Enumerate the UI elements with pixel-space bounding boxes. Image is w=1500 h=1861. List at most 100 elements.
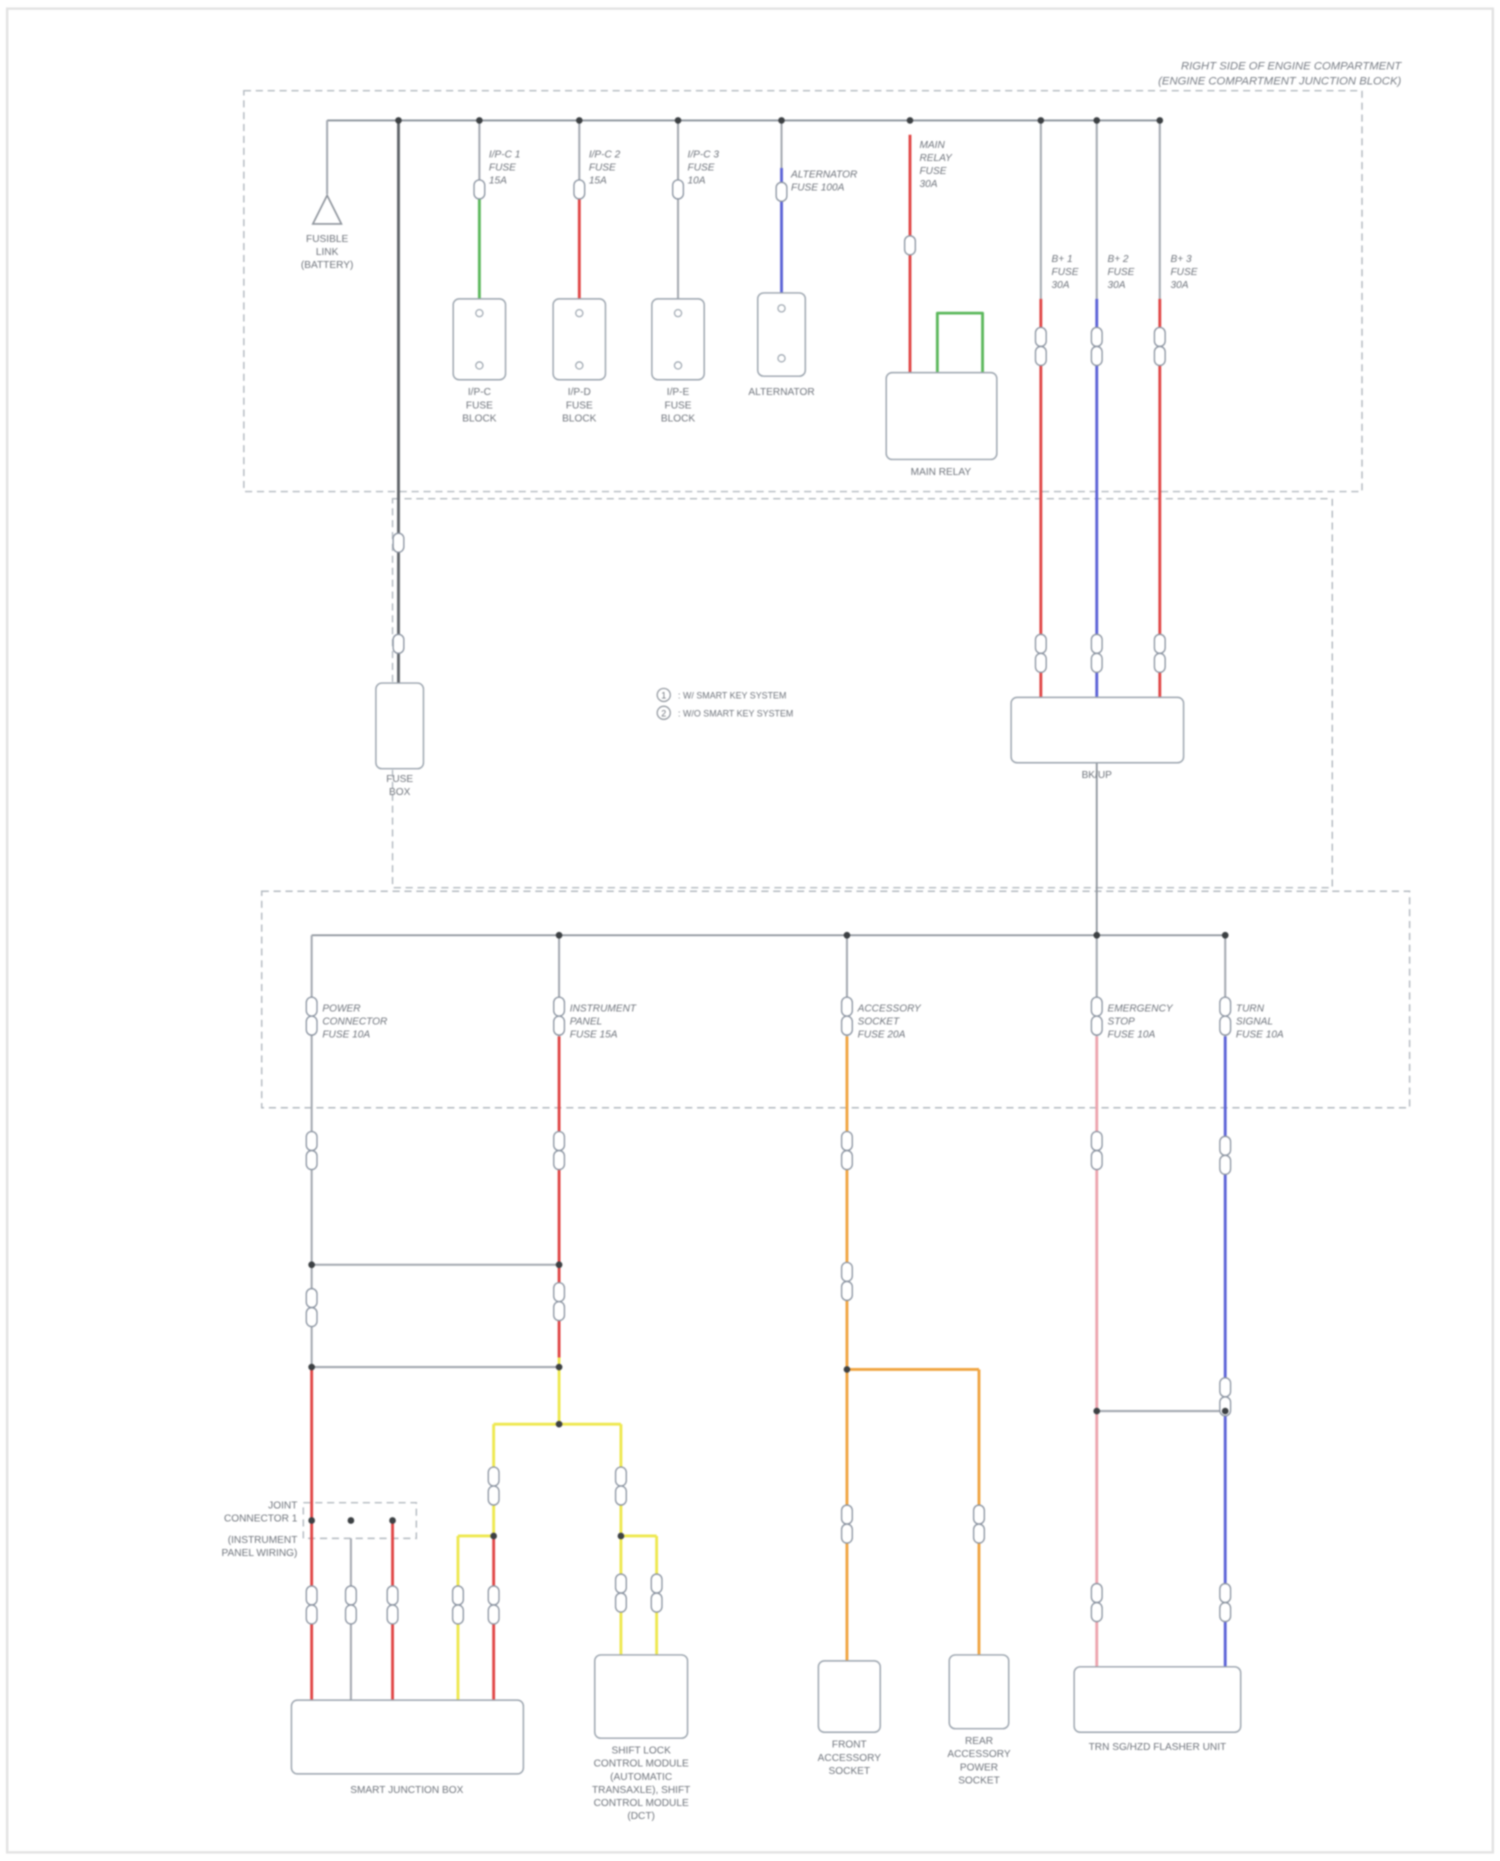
left-box-label: FUSE — [386, 774, 413, 785]
joint-label: JOINT — [268, 1501, 297, 1512]
legend-sym1: 1 — [661, 691, 666, 701]
drop1-label: CONNECTOR — [322, 1016, 387, 1027]
smart-junction-box — [290, 1699, 525, 1775]
shift-module-label: (AUTOMATIC — [610, 1772, 672, 1783]
flasher-unit-label: TRN SG/HZD FLASHER UNIT — [1089, 1742, 1227, 1753]
source-label: FUSIBLE — [306, 234, 348, 245]
joint-label: (INSTRUMENT — [228, 1535, 298, 1546]
bplus3-label: B+ 3 — [1170, 254, 1191, 265]
joint-label: PANEL WIRING) — [222, 1548, 298, 1559]
main-relay-box — [885, 371, 998, 461]
bplus2-label: B+ 2 — [1107, 254, 1128, 265]
drop4-label: EMERGENCY — [1107, 1003, 1173, 1014]
fuse2-top-label: FUSE — [589, 162, 616, 173]
fuse-terminal — [673, 361, 683, 370]
fuse-terminal — [575, 308, 584, 318]
fuse3-top-label: I/P-C 3 — [688, 149, 720, 160]
bplus2-label: FUSE — [1107, 267, 1134, 278]
fuse-terminal — [673, 308, 683, 318]
alt-box-label: ALTERNATOR — [748, 387, 814, 398]
fuse-holder-2 — [552, 298, 607, 381]
fuse1-box-label: FUSE — [466, 400, 493, 411]
legend-symbol-2-icon — [656, 705, 671, 720]
rear-socket-label: POWER — [960, 1762, 998, 1773]
joint-connector-box-outline — [302, 1501, 418, 1540]
wires-orange — [845, 1036, 981, 1661]
shift-module-label: CONTROL MODULE — [594, 1798, 689, 1809]
component-boxes — [290, 193, 1242, 1775]
relay-top-label: FUSE — [920, 166, 947, 177]
front-socket-box — [817, 1660, 881, 1733]
fuse2-top-label: I/P-C 2 — [589, 149, 621, 160]
fuse-terminal — [575, 361, 584, 370]
engine-junction-box-outline — [243, 89, 1363, 493]
fuse1-box-label: I/P-C — [468, 387, 491, 398]
drop4-label: FUSE 10A — [1107, 1030, 1155, 1041]
drop4-label: STOP — [1107, 1016, 1135, 1027]
header-line1: RIGHT SIDE OF ENGINE COMPARTMENT — [1181, 60, 1402, 72]
drop5-label: FUSE 10A — [1236, 1030, 1284, 1041]
junction-block-outlines — [243, 89, 1411, 1540]
bplus1-label: FUSE — [1052, 267, 1079, 278]
panel-junction-box-outline — [260, 890, 1411, 1109]
wires-green — [477, 198, 984, 383]
fuse-terminal — [777, 354, 786, 363]
alt-top-label: FUSE 100A — [791, 183, 845, 194]
fuse3-box-label: BLOCK — [661, 413, 696, 424]
alternator-box — [757, 292, 807, 377]
drop5-label: TURN — [1236, 1003, 1265, 1014]
labels: RIGHT SIDE OF ENGINE COMPARTMENT (ENGINE… — [222, 60, 1403, 1822]
rear-socket-label: SOCKET — [958, 1775, 1000, 1786]
drop3-label: SOCKET — [858, 1016, 900, 1027]
drop2-label: INSTRUMENT — [570, 1003, 637, 1014]
fuse1-box-label: BLOCK — [462, 413, 497, 424]
relay-label: MAIN RELAY — [911, 467, 972, 478]
front-socket-label: FRONT — [832, 1740, 867, 1751]
bus-wires — [311, 119, 1226, 937]
power-source-symbol — [311, 193, 343, 225]
shift-lock-module-box — [594, 1654, 689, 1739]
left-fuse-box — [375, 682, 425, 770]
bplus1-label: 30A — [1052, 280, 1070, 291]
rear-socket-label: ACCESSORY — [947, 1749, 1011, 1760]
drop2-label: FUSE 15A — [570, 1030, 618, 1041]
fuse2-box-label: BLOCK — [562, 413, 597, 424]
fuse1-top-label: FUSE — [489, 162, 516, 173]
fuse-terminal — [475, 308, 484, 318]
source-label: LINK — [316, 247, 339, 258]
fuse3-top-label: FUSE — [688, 162, 715, 173]
fuse-holder-3 — [651, 298, 705, 381]
drop1-label: POWER — [322, 1003, 360, 1014]
legend: 1 2 : W/ SMART KEY SYSTEM : W/O SMART KE… — [656, 687, 793, 720]
mid-junction-box-outline — [391, 497, 1333, 889]
bkup-fuse-box — [1010, 696, 1185, 764]
fuse2-top-label: 15A — [589, 175, 607, 186]
fuse1-top-label: 15A — [489, 175, 507, 186]
fuse3-box-label: I/P-E — [667, 387, 690, 398]
wires-yellow — [456, 1357, 659, 1701]
bkup-label: BK/UP — [1082, 770, 1113, 781]
front-socket-label: SOCKET — [829, 1766, 871, 1777]
bplus2-label: 30A — [1107, 280, 1125, 291]
fuse3-box-label: FUSE — [665, 400, 692, 411]
relay-top-label: MAIN — [920, 140, 946, 151]
legend-symbol-1-icon — [656, 687, 671, 703]
header-line2: (ENGINE COMPARTMENT JUNCTION BLOCK) — [1158, 76, 1401, 88]
fuse-holder-1 — [452, 298, 507, 381]
fuse2-box-label: I/P-D — [568, 387, 591, 398]
drop3-label: FUSE 20A — [858, 1030, 906, 1041]
flasher-unit-box — [1073, 1666, 1242, 1733]
fuse-terminal — [475, 361, 484, 370]
page-border — [5, 7, 1495, 1854]
fuse1-top-label: I/P-C 1 — [489, 149, 520, 160]
drop2-label: PANEL — [570, 1016, 602, 1027]
bplus1-label: B+ 1 — [1052, 254, 1073, 265]
smart-junction-box-label: SMART JUNCTION BOX — [350, 1785, 463, 1796]
joint-label: CONNECTOR 1 — [224, 1514, 298, 1525]
shift-module-label: SHIFT LOCK — [611, 1746, 671, 1757]
bplus3-label: 30A — [1170, 280, 1188, 291]
alt-top-label: ALTERNATOR — [790, 170, 857, 181]
fuse2-box-label: FUSE — [566, 400, 593, 411]
